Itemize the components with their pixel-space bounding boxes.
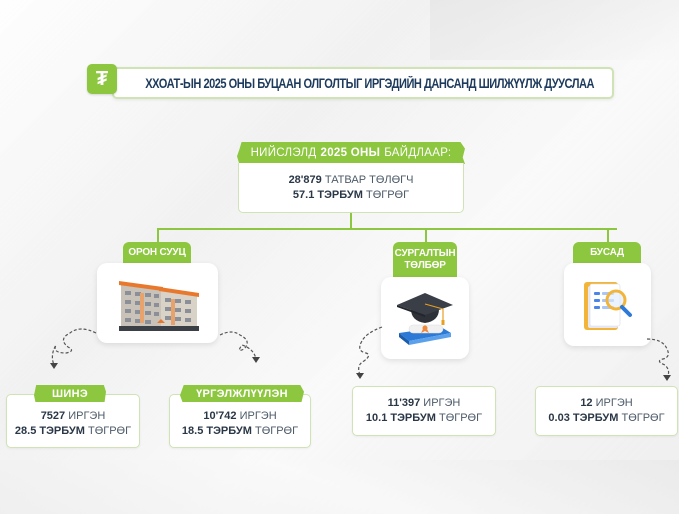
category-tab-apartment: ОРОН СУУЦ [123, 242, 191, 264]
category-tab-other: БУСАД [573, 242, 641, 264]
graduation-cap-icon [397, 293, 453, 345]
currency-unit: ТӨГРӨГ [621, 412, 665, 424]
amount: 18.5 ТЭРБУМ [181, 425, 252, 437]
amount-line: 10.1 ТЭРБУМ ТӨГРӨГ [366, 411, 482, 426]
result-label-new: ШИНЭ [34, 385, 106, 402]
total-amount: 57.1 ТЭРБУМ [292, 188, 363, 201]
citizen-count: 12 [580, 397, 593, 409]
connector-line [425, 228, 427, 246]
connector-line [157, 228, 159, 246]
amount-line: 28.5 ТЭРБУМ ТӨГРӨГ [15, 424, 131, 439]
capital-summary-label: НИЙСЛЭЛД 2025 ОНЫ БАЙДЛААР: [237, 142, 465, 164]
citizen-unit: ИРГЭН [423, 397, 461, 409]
amount: 0.03 ТЭРБУМ [548, 412, 619, 424]
citizen-count-line: 11'397 ИРГЭН [388, 396, 461, 411]
label-text: НИЙСЛЭЛД [250, 147, 317, 159]
citizen-count-line: 12 ИРГЭН [580, 396, 632, 411]
capital-summary-box: 28'879 ТАТВАР ТӨЛӨГЧ 57.1 ТЭРБУМ ТӨГРӨГ [238, 163, 464, 213]
tugrik-sign-icon: ₮ [87, 64, 117, 94]
result-box-new: 7527 ИРГЭН 28.5 ТЭРБУМ ТӨГРӨГ [6, 394, 140, 448]
amount: 10.1 ТЭРБУМ [365, 412, 436, 424]
paper-texture [430, 0, 679, 60]
dashed-arrow-icon [646, 338, 671, 381]
result-box-other: 12 ИРГЭН 0.03 ТЭРБУМ ТӨГРӨГ [535, 386, 678, 436]
total-amount-line: 57.1 ТЭРБУМ ТӨГРӨГ [293, 188, 409, 203]
citizen-count-line: 10'742 ИРГЭН [203, 409, 276, 424]
result-label-continuing: ҮРГЭЛЖЛҮҮЛЭН [180, 385, 304, 402]
taxpayer-count-line: 28'879 ТАТВАР ТӨЛӨГЧ [289, 173, 414, 188]
other-image-card [564, 263, 651, 346]
dashed-arrow-icon [50, 328, 97, 369]
amount-line: 18.5 ТЭРБУМ ТӨГРӨГ [182, 424, 298, 439]
taxpayer-count: 28'879 [288, 173, 322, 186]
paper-texture [0, 460, 679, 514]
document-search-icon [583, 281, 632, 330]
currency-unit: ТӨГРӨГ [438, 412, 483, 424]
taxpayer-unit: ТАТВАР ТӨЛӨГЧ [324, 173, 414, 186]
connector-line [607, 228, 617, 230]
page-title: ХХОАТ-ЫН 2025 ОНЫ БУЦААН ОЛГОЛТЫГ ИРГЭДИ… [145, 75, 595, 91]
connector-line [157, 228, 617, 230]
citizen-count: 10'742 [203, 410, 237, 422]
amount: 28.5 ТЭРБУМ [14, 425, 85, 437]
citizen-count-line: 7527 ИРГЭН [41, 409, 106, 424]
apartment-image-card [97, 263, 218, 343]
apartment-building-icon [118, 281, 199, 331]
tuition-image-card [381, 277, 469, 359]
dashed-arrow-icon [356, 326, 383, 379]
dashed-arrow-icon [219, 331, 260, 363]
category-label: ОРОН СУУЦ [128, 247, 186, 258]
citizen-unit: ИРГЭН [68, 410, 106, 422]
label-text: БАЙДЛААР: [384, 147, 452, 159]
connector-line [607, 228, 609, 246]
connector-line [350, 213, 352, 229]
citizen-count: 11'397 [387, 397, 421, 409]
currency-unit: ТӨГРӨГ [87, 425, 132, 437]
category-label: ТӨЛБӨР [404, 260, 446, 271]
currency-unit: ТӨГРӨГ [254, 425, 299, 437]
category-label: СУРГАЛТЫН [394, 248, 456, 259]
citizen-count: 7527 [40, 410, 66, 422]
result-label-text: ШИНЭ [52, 387, 88, 400]
category-label: БУСАД [590, 247, 624, 258]
amount-line: 0.03 ТЭРБУМ ТӨГРӨГ [548, 411, 664, 426]
citizen-unit: ИРГЭН [595, 397, 633, 409]
citizen-unit: ИРГЭН [239, 410, 277, 422]
result-box-tuition: 11'397 ИРГЭН 10.1 ТЭРБУМ ТӨГРӨГ [352, 386, 496, 436]
category-tab-tuition: СУРГАЛТЫН ТӨЛБӨР [393, 242, 457, 278]
result-box-continuing: 10'742 ИРГЭН 18.5 ТЭРБУМ ТӨГРӨГ [169, 394, 311, 448]
currency-unit: ТӨГРӨГ [365, 188, 410, 201]
result-label-text: ҮРГЭЛЖЛҮҮЛЭН [196, 387, 288, 400]
label-year: 2025 ОНЫ [320, 147, 381, 159]
title-banner: ХХОАТ-ЫН 2025 ОНЫ БУЦААН ОЛГОЛТЫГ ИРГЭДИ… [112, 67, 614, 99]
